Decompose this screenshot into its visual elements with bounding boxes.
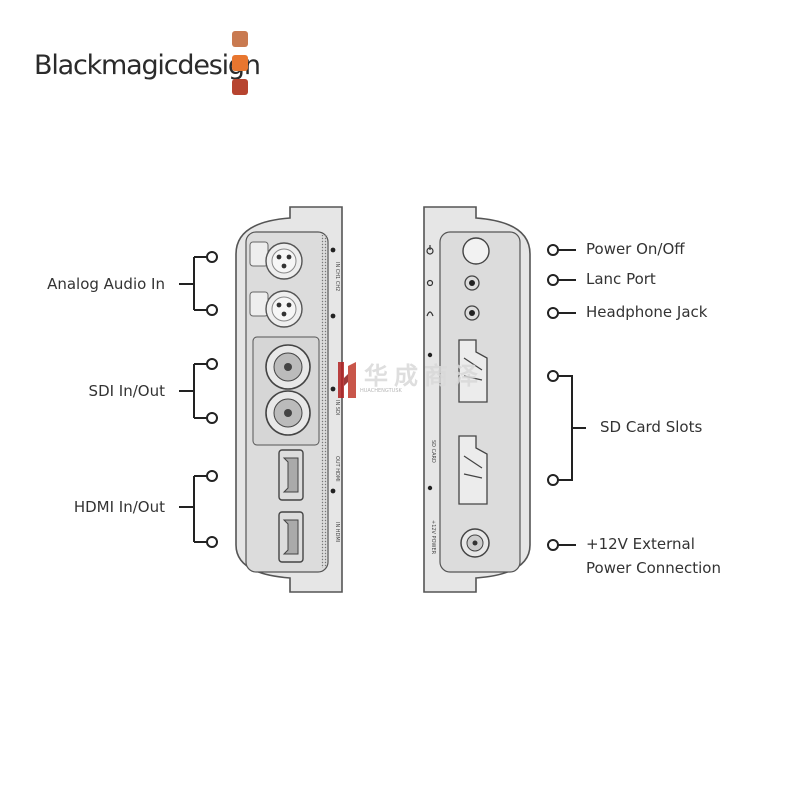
xlr-connector-ch1 <box>249 241 303 280</box>
label-external-power-line2: Power Connection <box>586 559 721 577</box>
callout-dot <box>547 370 559 382</box>
callout-dot <box>206 304 218 316</box>
callout-dot <box>206 470 218 482</box>
device-label-power: +12V POWER <box>430 520 436 555</box>
callout-dot <box>206 358 218 370</box>
device-label-sdi-in: IN SDI <box>334 400 340 415</box>
sdi-connector-in <box>265 390 311 436</box>
callout-dot <box>547 274 559 286</box>
xlr-connector-ch2 <box>249 290 303 328</box>
device-label-hdmi-out: OUT HDMI <box>334 456 340 482</box>
watermark-subtext: HUACHENGTUSK <box>360 388 402 394</box>
label-analog-audio-in: Analog Audio In <box>47 275 165 293</box>
right-callouts <box>558 249 586 546</box>
sd-card-slot-1 <box>458 339 488 403</box>
left-device-panel <box>235 206 343 593</box>
callout-dot <box>206 251 218 263</box>
logo-square-1 <box>232 31 248 47</box>
callout-dot <box>547 244 559 256</box>
logo-square-3 <box>232 79 248 95</box>
watermark-logo-icon <box>338 362 356 398</box>
logo-square-2 <box>232 55 248 71</box>
label-external-power-line1: +12V External <box>586 535 695 553</box>
callout-dot <box>547 307 559 319</box>
label-hdmi-in-out: HDMI In/Out <box>73 498 165 516</box>
device-label-sd: SD CARD <box>430 440 436 463</box>
power-connector-port <box>460 528 490 558</box>
callout-dot <box>547 539 559 551</box>
callout-dot <box>206 536 218 548</box>
right-device-panel <box>423 206 531 593</box>
sdi-connector-out <box>265 344 311 390</box>
watermark-text: 华成商泽 <box>364 362 484 390</box>
label-sd-card-slots: SD Card Slots <box>600 418 703 436</box>
headphone-jack-port <box>464 305 480 321</box>
sd-card-slot-2 <box>458 435 488 505</box>
hdmi-port-in <box>278 511 304 563</box>
brand-logo: Blackmagicdesign <box>34 28 264 100</box>
left-callouts <box>179 256 207 543</box>
callout-dot <box>547 474 559 486</box>
label-sdi-in-out: SDI In/Out <box>88 382 165 400</box>
callout-dot <box>206 412 218 424</box>
power-button <box>462 237 490 265</box>
logo-wordmark: Blackmagicdesign <box>34 50 261 81</box>
label-headphone-jack: Headphone Jack <box>586 303 708 321</box>
hdmi-port-out <box>278 449 304 501</box>
label-power-on-off: Power On/Off <box>586 240 685 258</box>
device-label-hdmi-in: IN HDMI <box>334 522 340 542</box>
device-label-mic: IN CH1 CH2 <box>334 262 340 291</box>
label-lanc-port: Lanc Port <box>586 270 656 288</box>
lanc-port-jack <box>464 275 480 291</box>
